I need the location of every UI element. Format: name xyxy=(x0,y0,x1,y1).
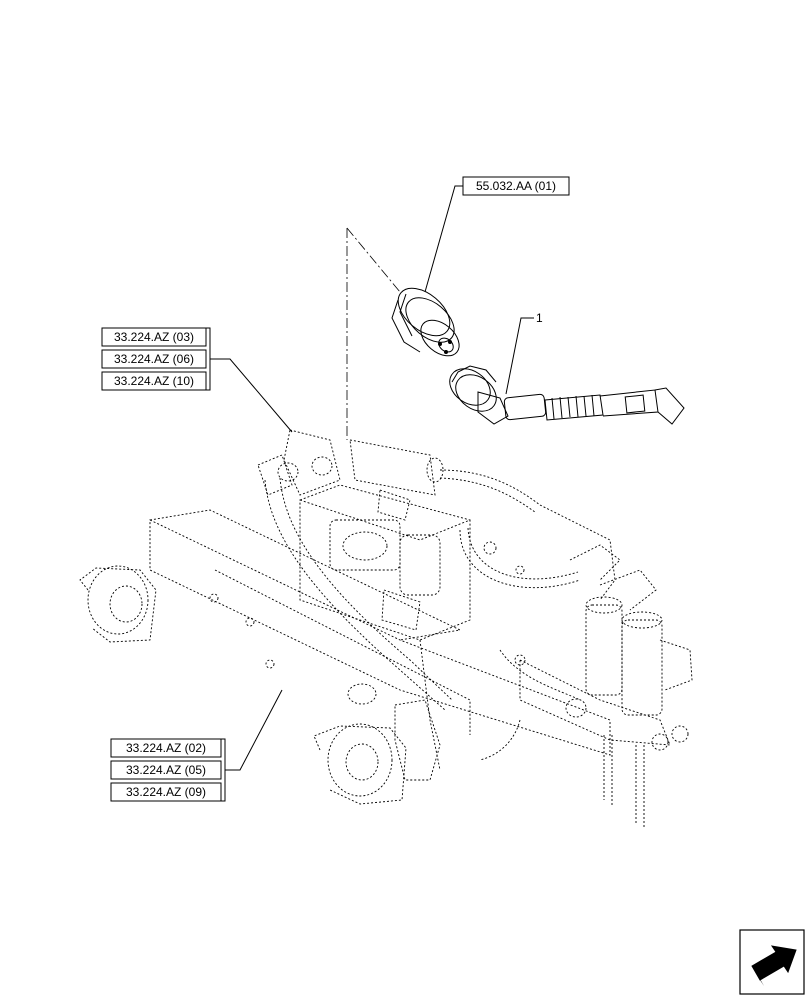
reference-label-33-224-az-02: 33.224.AZ (02) xyxy=(126,741,206,755)
leader-line-top xyxy=(424,185,463,293)
reference-box-33-224-az-02[interactable]: 33.224.AZ (02) xyxy=(110,738,222,758)
group-bracket-bottom xyxy=(221,738,226,802)
reference-label-33-224-az-06: 33.224.AZ (06) xyxy=(114,352,194,366)
reference-box-33-224-az-05[interactable]: 33.224.AZ (05) xyxy=(110,760,222,780)
leader-line-left xyxy=(210,358,293,433)
harness-part-1 xyxy=(449,365,685,425)
leader-line-part-1 xyxy=(505,317,534,395)
reference-box-33-224-az-06[interactable]: 33.224.AZ (06) xyxy=(101,349,207,369)
reference-label-33-224-az-09: 33.224.AZ (09) xyxy=(126,785,206,799)
reference-label-55-032-aa-01: 55.032.AA (01) xyxy=(476,179,556,193)
reference-group-left: 33.224.AZ (03) 33.224.AZ (06) 33.224.AZ … xyxy=(101,327,293,433)
reference-box-33-224-az-09[interactable]: 33.224.AZ (09) xyxy=(110,782,222,802)
reference-group-bottom: 33.224.AZ (02) 33.224.AZ (05) 33.224.AZ … xyxy=(110,689,283,802)
socket-connector xyxy=(391,287,460,357)
next-page-arrow-icon[interactable] xyxy=(739,929,805,995)
part-number-1[interactable]: 1 xyxy=(536,311,543,325)
reference-label-33-224-az-03: 33.224.AZ (03) xyxy=(114,330,194,344)
reference-box-55-032-aa-01[interactable]: 55.032.AA (01) xyxy=(462,176,570,196)
reference-box-33-224-az-10[interactable]: 33.224.AZ (10) xyxy=(101,371,207,391)
leader-line-bottom xyxy=(225,689,283,771)
reference-box-33-224-az-03[interactable]: 33.224.AZ (03) xyxy=(101,327,207,347)
reference-label-33-224-az-10: 33.224.AZ (10) xyxy=(114,374,194,388)
group-bracket-left xyxy=(206,327,211,391)
reference-label-33-224-az-05: 33.224.AZ (05) xyxy=(126,763,206,777)
alignment-centerline xyxy=(346,227,401,293)
valve-assembly-phantom xyxy=(79,429,693,828)
